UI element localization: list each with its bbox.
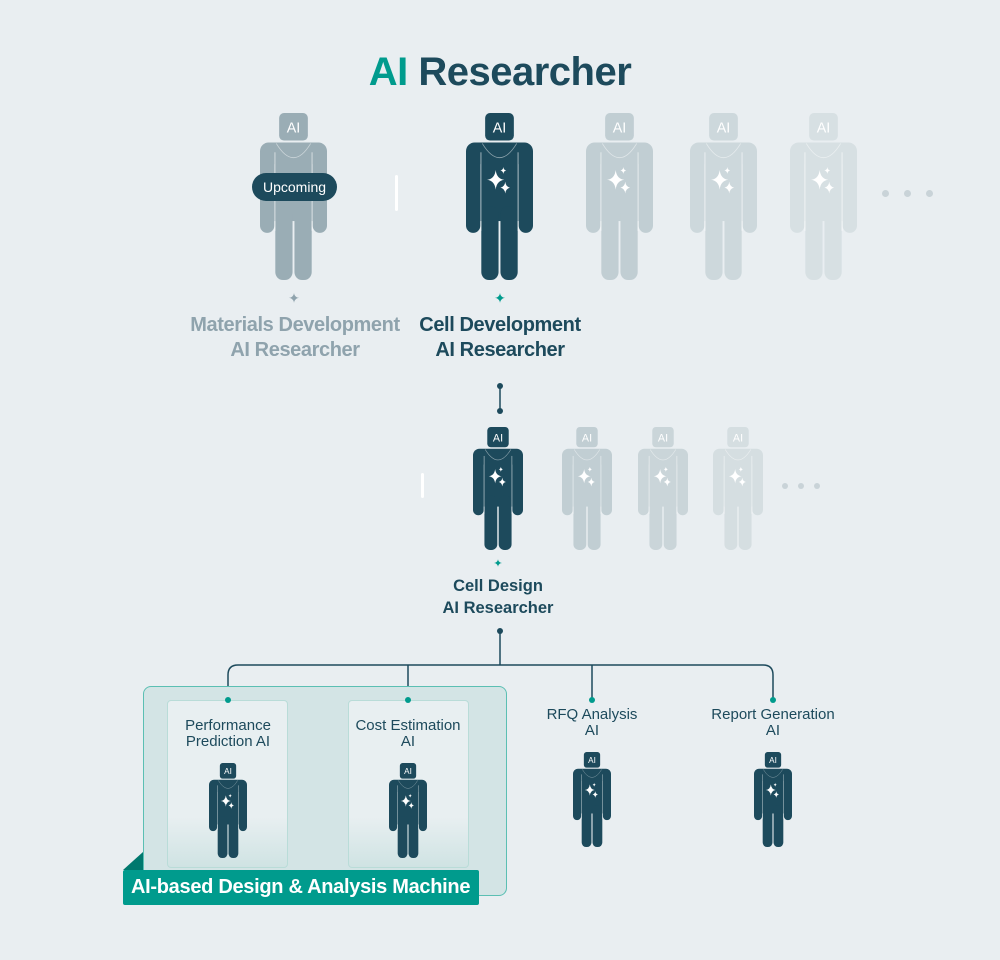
sparkle-icon [653, 466, 671, 487]
sparkle-icon [765, 782, 779, 798]
star-icon: ✦ [288, 290, 300, 306]
divider [395, 175, 398, 211]
placeholder-figure: AI [562, 427, 612, 550]
ai-head-label: AI [404, 767, 412, 776]
sparkle-icon [487, 167, 511, 194]
ai-head-label: AI [733, 432, 743, 444]
report-generation-figure[interactable]: AI [754, 752, 792, 847]
sparkle-icon [488, 466, 506, 487]
more-dots [926, 190, 933, 197]
more-dots [882, 190, 889, 197]
more-dots [798, 483, 804, 489]
banner-fold [123, 852, 143, 870]
sparkle-icon [400, 793, 414, 809]
sparkle-icon [584, 782, 598, 798]
page-title: AI Researcher [368, 50, 632, 94]
cell-design-figure[interactable]: AI [473, 427, 523, 550]
upcoming-badge: Upcoming [252, 173, 338, 201]
performance-prediction-figure[interactable]: AI [209, 763, 247, 858]
sparkle-icon [711, 167, 735, 194]
ai-head-label: AI [613, 120, 627, 136]
placeholder-figure: AI [713, 427, 763, 550]
rfq-analysis-figure[interactable]: AI [573, 752, 611, 847]
cost-estimation-figure[interactable]: AI [389, 763, 427, 858]
ai-head-label: AI [493, 432, 503, 444]
placeholder-figure: AI [638, 427, 688, 550]
ai-head-label: AI [287, 120, 301, 136]
sparkle-icon [728, 466, 746, 487]
placeholder-figure: AI [790, 113, 857, 280]
ai-head-label: AI [658, 432, 668, 444]
cell-development-figure[interactable]: AI [466, 113, 533, 280]
sparkle-icon [577, 466, 595, 487]
ai-head-label: AI [582, 432, 592, 444]
more-dots [904, 190, 911, 197]
group-label-banner: AI-based Design & Analysis Machine [123, 870, 479, 905]
ai-head-label: AI [493, 120, 507, 136]
ai-head-label: AI [717, 120, 731, 136]
placeholder-figure: AI [690, 113, 757, 280]
sparkle-icon [607, 167, 631, 194]
ai-head-label: AI [224, 767, 232, 776]
divider [421, 473, 424, 498]
more-dots [782, 483, 788, 489]
star-icon: ✦ [494, 290, 506, 306]
star-icon: ✦ [493, 558, 503, 570]
ai-head-label: AI [769, 756, 777, 765]
sparkle-icon [811, 167, 835, 194]
more-dots [814, 483, 820, 489]
sparkle-icon [220, 793, 234, 809]
ai-head-label: AI [817, 120, 831, 136]
ai-head-label: AI [588, 756, 596, 765]
placeholder-figure: AI [586, 113, 653, 280]
